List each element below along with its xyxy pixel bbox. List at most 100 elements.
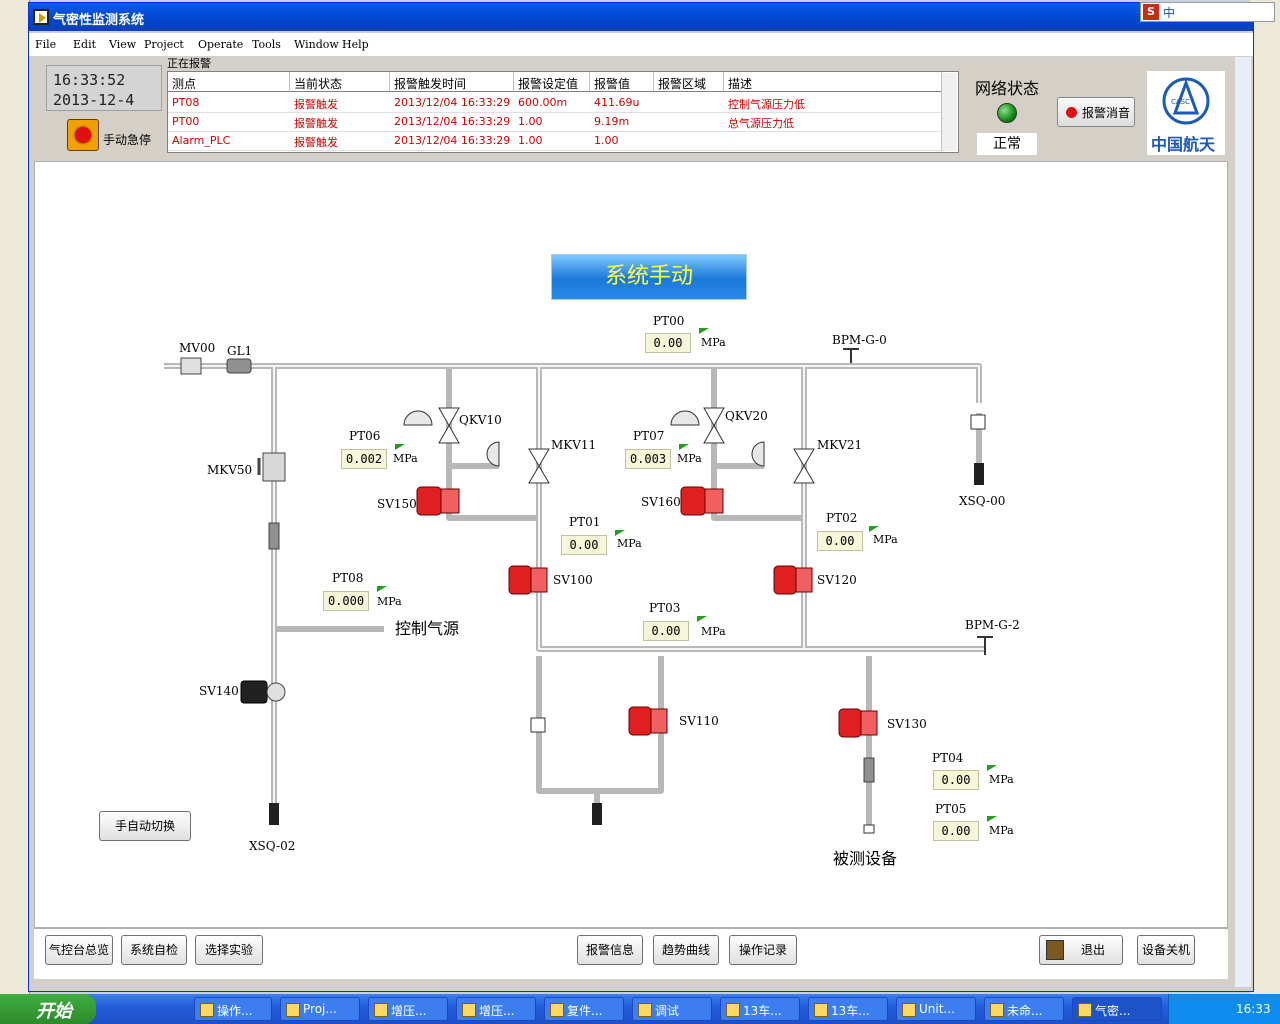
taskbar-item[interactable]: 增压... — [368, 997, 448, 1021]
pt05-value: 0.00 — [933, 821, 979, 841]
trend-curve-button[interactable]: 趋势曲线 — [653, 935, 719, 965]
taskbar-item[interactable]: 未命... — [984, 997, 1064, 1021]
gl1-filter[interactable] — [226, 358, 252, 374]
alarm-col-value: 报警值 — [590, 72, 654, 92]
alarm-table[interactable]: 测点 当前状态 报警触发时间 报警设定值 报警值 报警区域 描述 PT08 报警… — [167, 71, 959, 153]
bottom-muffler — [592, 803, 602, 825]
pt00-unit: MPa — [701, 336, 726, 349]
alarm-table-scrollbar[interactable] — [941, 73, 957, 151]
table-cell — [654, 132, 724, 151]
qkv10-valve[interactable] — [403, 407, 460, 444]
table-cell: 2013/12/04 16:33:29 — [390, 94, 514, 113]
start-button[interactable]: 开始 — [0, 994, 96, 1024]
alarm-silence-button[interactable]: 报警消音 — [1057, 97, 1135, 127]
pt08-flag-icon — [377, 586, 387, 592]
xsq00-muffler — [974, 463, 984, 485]
xsq-00-label: XSQ-00 — [959, 494, 1006, 508]
table-cell: PT00 — [168, 113, 290, 132]
manual-auto-switch-button[interactable]: 手自动切换 — [99, 811, 191, 841]
bpm-g-0-label: BPM-G-0 — [832, 333, 887, 347]
menu-bar: File Edit View Project Operate Tools Win… — [29, 33, 1253, 57]
exit-button[interactable]: 退出 — [1039, 935, 1123, 965]
sv130-solenoid[interactable] — [838, 708, 878, 738]
menu-operate[interactable]: Operate — [198, 38, 244, 51]
mv00-valve[interactable] — [180, 357, 202, 375]
emergency-stop-label: 手动急停 — [103, 133, 152, 147]
network-status-led — [997, 103, 1017, 123]
control-source-label: 控制气源 — [395, 619, 460, 638]
tray-clock: 16:33 — [1236, 1002, 1271, 1016]
taskbar-item[interactable]: 复件... — [544, 997, 624, 1021]
mkv50-label: MKV50 — [207, 463, 253, 477]
system-mode-title: 系统手动 — [552, 255, 746, 299]
alarm-col-area: 报警区域 — [654, 72, 724, 92]
pt00-flag-icon — [699, 328, 709, 334]
table-cell: 控制气源压力低 — [724, 94, 942, 113]
taskbar-item-active[interactable]: 气密... — [1072, 997, 1162, 1021]
pt04-unit: MPa — [989, 773, 1014, 786]
logo-text: 中国航天 — [1151, 135, 1216, 154]
mkv21-valve[interactable] — [751, 441, 815, 484]
sv140-solenoid[interactable] — [240, 680, 286, 704]
pt04-flag-icon — [987, 765, 997, 771]
table-cell: 2013/12/04 16:33:29 — [390, 132, 514, 151]
xsq02-muffler — [269, 803, 279, 825]
menu-file[interactable]: File — [35, 38, 57, 51]
menu-edit[interactable]: Edit — [73, 38, 97, 51]
pt05-flag-icon — [987, 816, 997, 822]
mkv11-valve[interactable] — [486, 441, 550, 484]
self-check-button[interactable]: 系统自检 — [121, 935, 187, 965]
pt08-value: 0.000 — [323, 591, 369, 611]
pt04-label: PT04 — [932, 751, 964, 765]
sv110-solenoid[interactable] — [628, 706, 668, 736]
pt02-flag-icon — [869, 526, 879, 532]
table-cell: 1.00 — [514, 113, 590, 132]
taskbar-item[interactable]: Proj... — [280, 997, 360, 1021]
shutdown-button[interactable]: 设备关机 — [1137, 935, 1195, 965]
taskbar-item[interactable]: 调试 — [632, 997, 712, 1021]
sv150-solenoid[interactable] — [416, 486, 460, 516]
xsq-02-label: XSQ-02 — [249, 839, 296, 853]
sogou-icon: S — [1143, 4, 1159, 20]
taskbar-item[interactable]: 13车... — [720, 997, 800, 1021]
mkv50-valve[interactable] — [257, 452, 286, 482]
taskbar-item[interactable]: 13车... — [808, 997, 888, 1021]
pt06-flag-icon — [395, 444, 405, 450]
pt05-label: PT05 — [935, 802, 967, 816]
menu-help[interactable]: Help — [342, 38, 369, 51]
title-bar[interactable]: 气密性监测系统 — [29, 3, 1253, 31]
exit-button-label: 退出 — [1080, 943, 1105, 957]
taskbar-item[interactable]: Unit... — [896, 997, 976, 1021]
overview-button[interactable]: 气控台总览 — [45, 935, 113, 965]
pt04-value: 0.00 — [933, 770, 979, 790]
menu-window[interactable]: Window — [294, 38, 339, 51]
qkv10-label: QKV10 — [459, 413, 502, 427]
clock-time: 16:33:52 — [53, 71, 126, 89]
taskbar-item[interactable]: 增压... — [456, 997, 536, 1021]
taskbar-item[interactable]: 操作... — [194, 997, 272, 1021]
pt02-value: 0.00 — [817, 531, 863, 551]
pt03-unit: MPa — [701, 625, 726, 638]
select-test-button[interactable]: 选择实验 — [195, 935, 263, 965]
menu-tools[interactable]: Tools — [252, 38, 281, 51]
window-vertical-scrollbar[interactable] — [1235, 57, 1251, 987]
casc-logo-mark — [1162, 77, 1210, 125]
menu-project[interactable]: Project — [144, 38, 184, 51]
network-status-title: 网络状态 — [975, 79, 1040, 98]
sv100-solenoid[interactable] — [508, 565, 548, 595]
pt01-flag-icon — [615, 530, 625, 536]
sv120-solenoid[interactable] — [773, 565, 813, 595]
pt06-value: 0.002 — [341, 449, 387, 469]
pt03-value: 0.00 — [643, 621, 689, 641]
casc-logo: CASC 中国航天 — [1147, 71, 1225, 155]
pt07-unit: MPa — [677, 452, 702, 465]
qkv20-valve[interactable] — [670, 407, 725, 444]
operation-log-button[interactable]: 操作记录 — [729, 935, 797, 965]
background-window-left — [0, 0, 30, 1000]
menu-view[interactable]: View — [109, 38, 137, 51]
alarm-info-button[interactable]: 报警信息 — [577, 935, 643, 965]
pt06-label: PT06 — [349, 429, 381, 443]
emergency-stop-button[interactable] — [67, 119, 99, 151]
ime-toolbar[interactable]: S 中 — [1140, 2, 1275, 22]
sv160-solenoid[interactable] — [680, 486, 724, 516]
